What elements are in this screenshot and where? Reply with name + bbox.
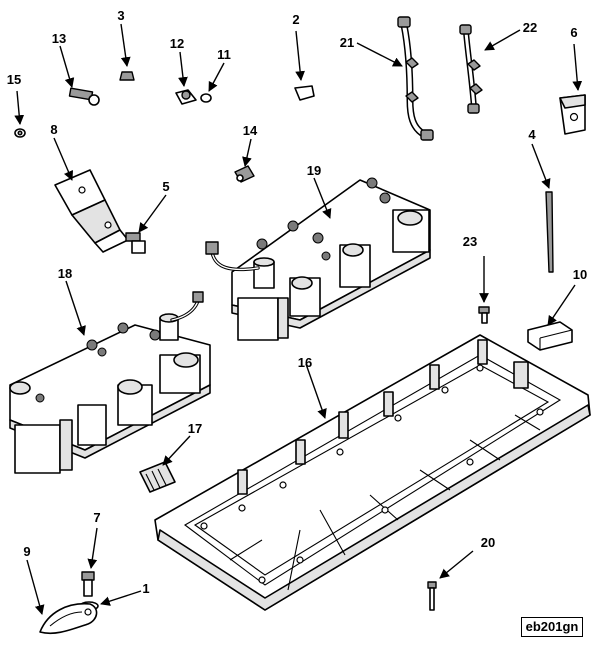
callout-5: 5 bbox=[162, 179, 169, 194]
callout-3: 3 bbox=[117, 8, 124, 23]
figure-reference-label: eb201gn bbox=[521, 617, 583, 637]
callout-15: 15 bbox=[7, 72, 21, 87]
spacer-part-10 bbox=[527, 321, 573, 351]
callout-10: 10 bbox=[573, 267, 587, 282]
hose-part-21 bbox=[397, 16, 434, 141]
callout-12: 12 bbox=[170, 36, 184, 51]
callout-18: 18 bbox=[58, 266, 72, 281]
bolt-part-20 bbox=[427, 581, 437, 611]
hose-part-22 bbox=[459, 24, 483, 114]
screw-part-23 bbox=[478, 306, 490, 324]
callout-20: 20 bbox=[481, 535, 495, 550]
callout-22: 22 bbox=[523, 20, 537, 35]
callout-21: 21 bbox=[340, 35, 354, 50]
callout-labels: 1 2 3 4 5 6 7 8 9 10 11 12 13 14 15 16 1… bbox=[7, 8, 587, 596]
callout-16: 16 bbox=[298, 355, 312, 370]
callout-17: 17 bbox=[188, 421, 202, 436]
bolt-part-5 bbox=[125, 232, 146, 254]
connector-part-17 bbox=[139, 461, 176, 493]
callout-19: 19 bbox=[307, 163, 321, 178]
callout-2: 2 bbox=[292, 12, 299, 27]
fitting-part-14 bbox=[234, 165, 255, 183]
callout-14: 14 bbox=[243, 123, 258, 138]
pan-frame bbox=[154, 334, 591, 611]
callout-11: 11 bbox=[217, 47, 231, 62]
stud-part-4 bbox=[545, 191, 554, 273]
callout-7: 7 bbox=[93, 510, 100, 525]
callout-9: 9 bbox=[23, 544, 30, 559]
callout-6: 6 bbox=[570, 25, 577, 40]
manifold-block-left bbox=[9, 291, 211, 474]
leader-lines bbox=[14, 23, 583, 615]
strap-assembly bbox=[39, 571, 99, 635]
callout-1: 1 bbox=[142, 581, 149, 596]
bracket-part bbox=[54, 169, 129, 253]
clip-part-2 bbox=[294, 85, 315, 101]
callout-8: 8 bbox=[50, 122, 57, 137]
manifold-block-right bbox=[205, 177, 431, 341]
hardware-small bbox=[14, 71, 212, 138]
bracket-part-6 bbox=[559, 94, 586, 135]
callout-13: 13 bbox=[52, 31, 66, 46]
callout-4: 4 bbox=[528, 127, 536, 142]
callout-23: 23 bbox=[463, 234, 477, 249]
